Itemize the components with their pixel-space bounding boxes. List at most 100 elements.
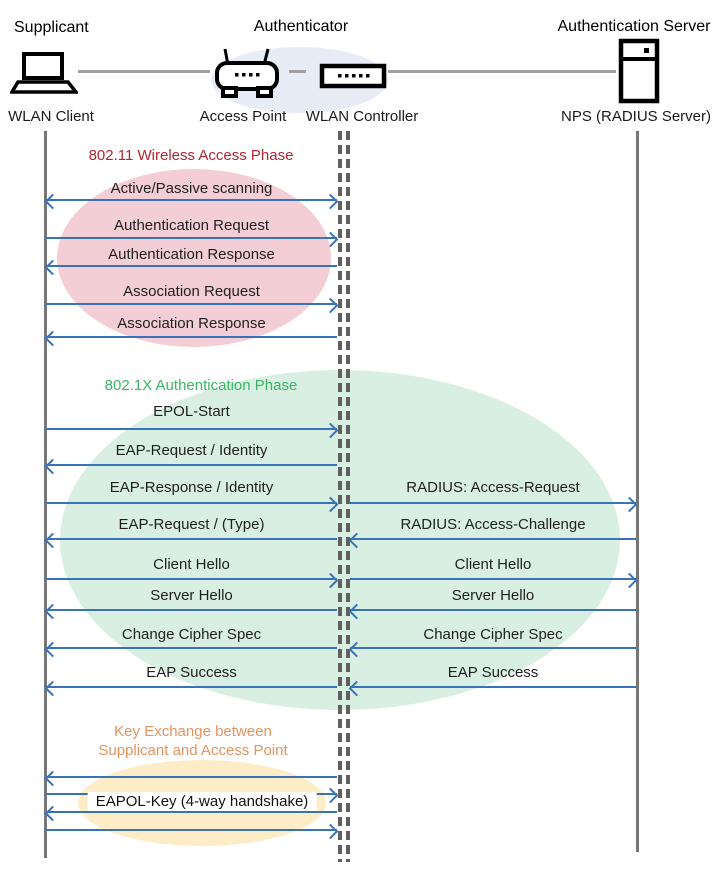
device-label-nps-server: NPS (RADIUS Server): [560, 108, 712, 125]
arrow-shaft: [350, 647, 636, 649]
message-label: Client Hello: [153, 556, 230, 573]
lifeline-authenticator-left: [338, 131, 342, 862]
message-label: RADIUS: Access-Challenge: [400, 516, 586, 533]
arrow-shaft: [46, 237, 337, 239]
eapol-key-label: EAPOL-Key (4-way handshake): [87, 792, 317, 811]
arrow-shaft: [46, 303, 337, 305]
arrowhead-left-icon: [44, 805, 61, 821]
phase-title-wireless-access: 802.11 Wireless Access Phase: [88, 147, 294, 164]
wlan-controller-icon: [319, 63, 387, 89]
message-label: RADIUS: Access-Request: [406, 479, 580, 496]
arrow-shaft: [46, 464, 337, 466]
message-arrow: [44, 603, 337, 619]
arrowhead-left-icon: [348, 680, 365, 696]
message-label: Association Response: [117, 315, 266, 332]
message-arrow: [44, 680, 337, 696]
message-arrow: [44, 330, 337, 346]
message-arrow: [44, 259, 337, 275]
arrowhead-right-icon: [322, 572, 339, 588]
arrowhead-right-icon: [621, 572, 638, 588]
arrow-shaft: [46, 265, 337, 267]
message-label: Change Cipher Spec: [121, 626, 262, 643]
arrowhead-right-icon: [322, 193, 339, 209]
arrowhead-right-icon: [322, 297, 339, 313]
device-label-wlan-client: WLAN Client: [8, 108, 94, 125]
arrowhead-left-icon: [44, 193, 61, 209]
arrowhead-left-icon: [348, 603, 365, 619]
connector-controller-server: [388, 70, 616, 73]
arrowhead-left-icon: [44, 458, 61, 474]
access-point-icon: [215, 48, 279, 98]
phase-title-key-exchange-line2: Supplicant and Access Point: [98, 742, 288, 759]
arrowhead-left-icon: [44, 259, 61, 275]
server-icon: [618, 38, 660, 104]
arrowhead-left-icon: [348, 641, 365, 657]
arrow-shaft: [46, 578, 337, 580]
arrowhead-left-icon: [44, 603, 61, 619]
arrow-shaft: [46, 647, 337, 649]
arrowhead-right-icon: [621, 496, 638, 512]
phase-title-key-exchange-line1: Key Exchange between: [114, 723, 272, 740]
message-arrow: [46, 496, 339, 512]
device-label-wlan-controller: WLAN Controller: [305, 108, 419, 125]
message-arrow: [348, 641, 636, 657]
message-label: EPOL-Start: [153, 403, 230, 420]
device-label-access-point: Access Point: [199, 108, 287, 125]
message-arrow: [350, 572, 638, 588]
arrowhead-left-icon: [44, 532, 61, 548]
arrow-shaft: [46, 829, 337, 831]
message-label: Active/Passive scanning: [110, 180, 273, 197]
arrow-shaft: [46, 811, 337, 813]
arrow-shaft: [46, 428, 337, 430]
arrow-shaft: [46, 686, 337, 688]
role-label-authentication-server: Authentication Server: [557, 18, 711, 35]
message-label: EAP-Response / Identity: [109, 479, 274, 496]
connector-client-ap: [78, 70, 210, 73]
role-label-supplicant: Supplicant: [14, 19, 89, 36]
arrow-shaft: [46, 502, 337, 504]
arrowhead-right-icon: [322, 231, 339, 247]
arrow-shaft: [350, 686, 636, 688]
phase-title-dot1x-auth: 802.1X Authentication Phase: [104, 377, 298, 394]
message-arrow: [350, 496, 638, 512]
message-label: EAP Success: [146, 664, 237, 681]
message-arrow: [44, 193, 339, 209]
arrowhead-left-icon: [44, 680, 61, 696]
message-label: Authentication Request: [113, 217, 270, 234]
message-arrow: [46, 422, 339, 438]
arrowhead-left-icon: [44, 641, 61, 657]
message-label: Association Request: [123, 283, 260, 300]
message-label: Client Hello: [454, 556, 532, 573]
arrowhead-left-icon: [44, 770, 61, 786]
arrow-shaft: [46, 199, 337, 201]
message-arrow: [348, 532, 636, 548]
lifeline-radius-server: [636, 131, 639, 852]
arrow-shaft: [350, 609, 636, 611]
message-label: Authentication Response: [108, 246, 275, 263]
message-arrow: [348, 680, 636, 696]
message-label: Change Cipher Spec: [423, 626, 563, 643]
arrowhead-right-icon: [322, 823, 339, 839]
arrow-shaft: [46, 776, 337, 778]
message-arrow: [46, 823, 339, 839]
phase-title-key-exchange: Key Exchange between Supplicant and Acce…: [98, 722, 287, 760]
message-arrow: [44, 805, 337, 821]
message-label: EAP-Request / Identity: [115, 442, 268, 459]
arrowhead-right-icon: [322, 422, 339, 438]
message-label: EAP-Request / (Type): [118, 516, 265, 533]
message-arrow: [46, 572, 339, 588]
arrowhead-right-icon: [322, 787, 339, 803]
message-label: Server Hello: [150, 587, 233, 604]
arrowhead-left-icon: [44, 330, 61, 346]
message-arrow: [44, 770, 337, 786]
message-label: EAP Success: [447, 664, 539, 681]
lifeline-wlan-client: [44, 131, 47, 858]
arrow-shaft: [350, 502, 636, 504]
laptop-icon: [10, 52, 78, 94]
message-arrow: [46, 231, 339, 247]
arrowhead-left-icon: [348, 532, 365, 548]
message-arrow: [348, 603, 636, 619]
arrow-shaft: [46, 538, 337, 540]
